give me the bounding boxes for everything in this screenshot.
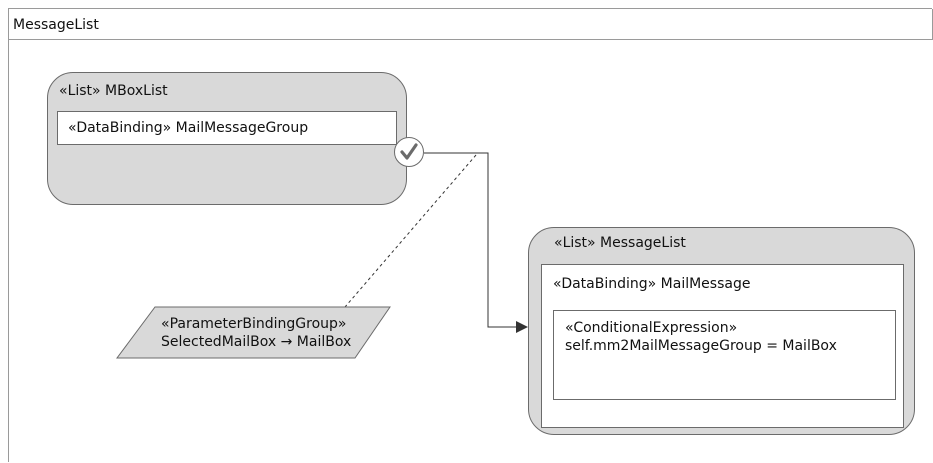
parameter-binding-shape[interactable] — [116, 306, 391, 359]
mbox-list-databinding[interactable]: «DataBinding» MailMessageGroup — [57, 111, 397, 145]
conditional-expression-box[interactable]: «ConditionalExpression» self.mm2MailMess… — [553, 310, 896, 400]
mbox-list-title: «List» MBoxList — [59, 83, 168, 99]
conditional-expression-stereotype: «ConditionalExpression» — [565, 320, 738, 336]
parameter-binding-mapping: SelectedMailBox → MailBox — [161, 334, 352, 350]
message-list-databinding[interactable]: «DataBinding» MailMessage «ConditionalEx… — [541, 264, 904, 428]
checkmark-glyph — [400, 143, 418, 160]
message-list-container[interactable]: «List» MessageList «DataBinding» MailMes… — [528, 227, 915, 435]
parameter-binding-stereotype: «ParameterBindingGroup» — [161, 316, 347, 332]
mbox-list-databinding-label: «DataBinding» MailMessageGroup — [68, 120, 309, 136]
frame-title: MessageList — [13, 17, 99, 33]
mbox-list-container[interactable]: «List» MBoxList «DataBinding» MailMessag… — [47, 72, 407, 205]
message-list-title: «List» MessageList — [554, 235, 686, 251]
checkmark-icon[interactable] — [394, 137, 424, 167]
navigation-connector[interactable] — [424, 152, 528, 333]
conditional-expression-text: self.mm2MailMessageGroup = MailBox — [565, 338, 837, 354]
message-list-databinding-label: «DataBinding» MailMessage — [553, 276, 751, 292]
